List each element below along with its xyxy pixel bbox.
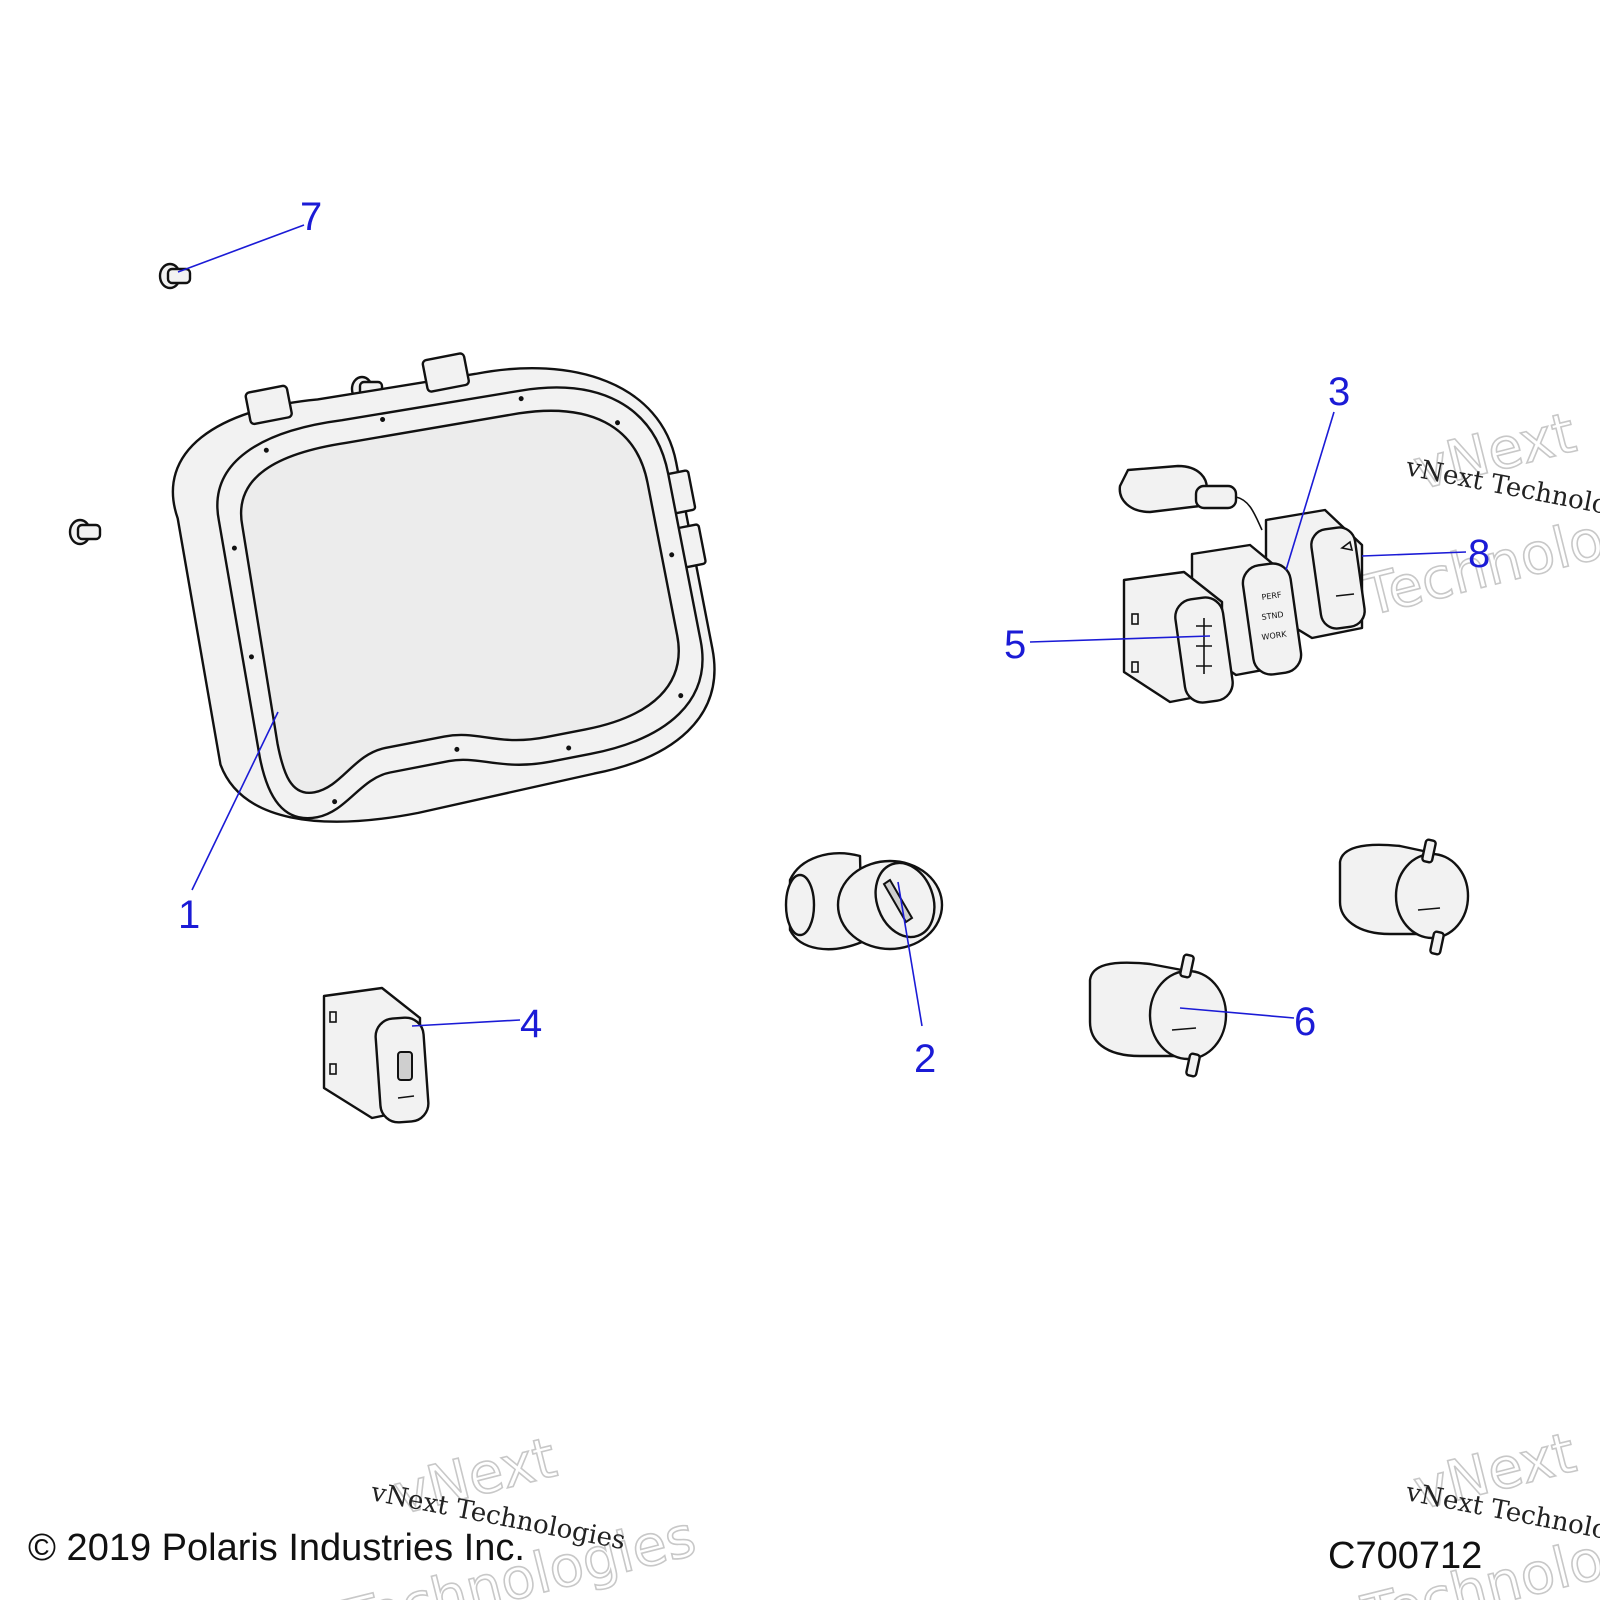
part-ignition-switch <box>784 852 944 951</box>
callout-4: 4 <box>520 1002 542 1046</box>
switch-label-stnd: STND <box>1261 610 1284 622</box>
leader-lines <box>177 224 1467 1027</box>
leader-3 <box>1285 411 1335 571</box>
callout-8: 8 <box>1468 532 1490 576</box>
callout-6: 6 <box>1294 1000 1316 1044</box>
part-power-outlet-6b <box>1338 838 1470 956</box>
callout-labels: 7 1 3 8 5 2 4 6 <box>178 195 1490 1081</box>
callout-7: 7 <box>300 195 322 239</box>
part-switch-bank: PERF STND WORK <box>1118 464 1366 704</box>
leader-6 <box>1179 1007 1295 1019</box>
leader-5 <box>1029 635 1211 643</box>
switch-label-work: WORK <box>1261 629 1288 641</box>
connector-icon <box>1118 464 1263 531</box>
screw-icon <box>68 518 102 546</box>
leader-2 <box>897 881 923 1027</box>
leader-8 <box>1361 551 1467 557</box>
leader-7 <box>177 224 305 273</box>
part-power-outlet-6 <box>1088 953 1228 1078</box>
screw-icon <box>158 262 192 290</box>
leader-4 <box>411 1019 521 1027</box>
watermark-bottom-center: vNext Technologies <box>335 1425 702 1600</box>
callout-5: 5 <box>1004 623 1026 667</box>
figure-id: C700712 <box>1328 1535 1482 1577</box>
copyright-text: © 2019 Polaris Industries Inc. <box>28 1527 525 1569</box>
leader-1 <box>191 711 279 891</box>
callout-2: 2 <box>914 1037 936 1081</box>
callout-1: 1 <box>178 893 200 937</box>
switch-label-perf: PERF <box>1261 590 1282 602</box>
callout-3: 3 <box>1328 370 1350 414</box>
part-instrument-cluster <box>171 352 716 823</box>
part-rocker-switch-4 <box>322 986 430 1124</box>
